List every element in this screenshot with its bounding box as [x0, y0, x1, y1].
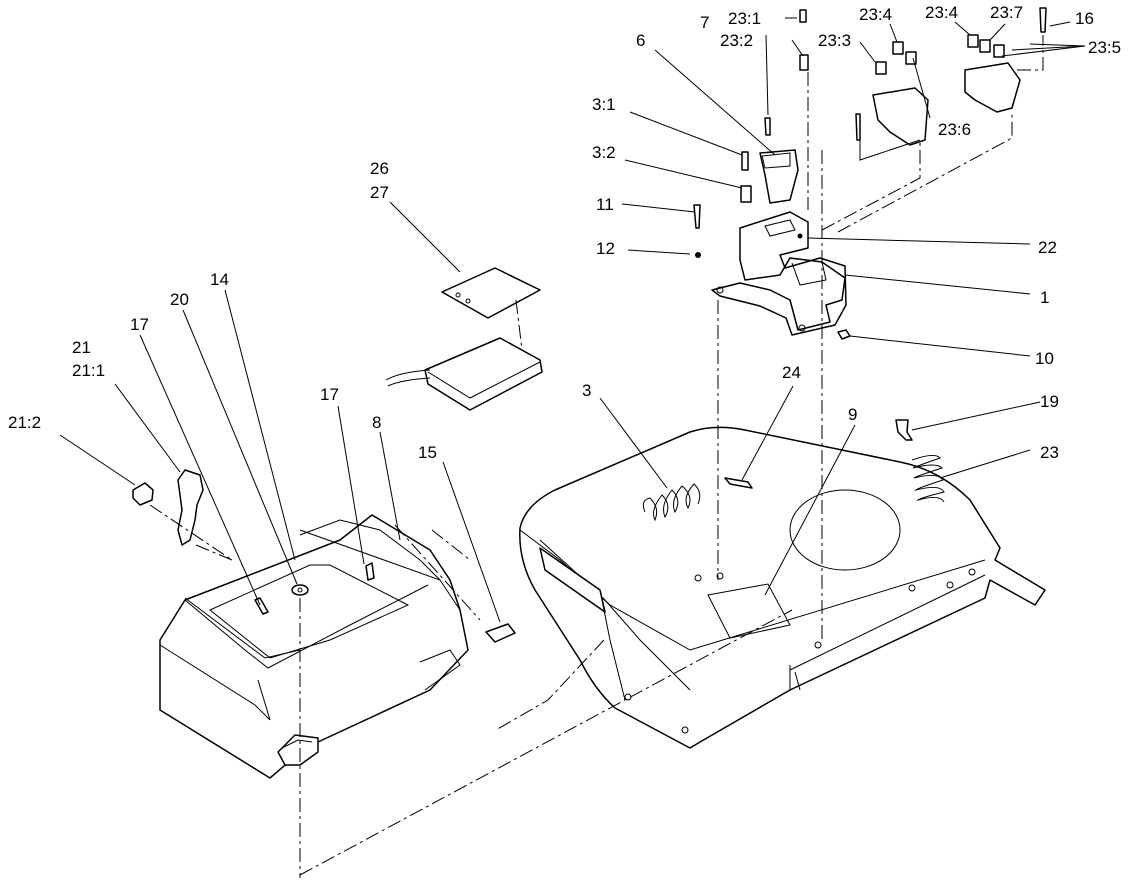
grommet-20 [291, 584, 309, 596]
spring-23 [911, 454, 945, 503]
fuse-block-left [872, 41, 929, 146]
strap-24 [724, 477, 753, 489]
callout-23-1: 23:1 [728, 9, 761, 28]
console-tray [159, 514, 469, 779]
bolt-16 [1039, 7, 1047, 33]
callout-10: 10 [1035, 349, 1054, 368]
cap-15 [485, 623, 516, 643]
callout-23-4-right: 23:4 [925, 3, 958, 22]
callout-8: 8 [372, 413, 381, 432]
alignment-lines [149, 35, 1044, 878]
panel-decal [441, 267, 541, 319]
callout-14: 14 [210, 270, 229, 289]
callout-21-2: 21:2 [8, 413, 41, 432]
leader-lines [59, 17, 1086, 623]
clip-21-2 [132, 482, 154, 506]
latch-21 [177, 469, 204, 546]
hood-body [519, 426, 1046, 749]
callout-11: 11 [596, 195, 614, 214]
switch-6 [759, 149, 799, 204]
callout-23-6: 23:6 [938, 120, 971, 139]
bolt-7 [764, 117, 771, 136]
mount-bracket-assembly [711, 211, 851, 340]
washer-12 [695, 252, 701, 258]
callout-labels: 23:1 23:2 23:3 23:4 23:4 23:7 16 23:5 23… [8, 3, 1121, 462]
screw-fuse-block [855, 113, 861, 141]
callout-9: 9 [848, 405, 857, 424]
callout-20: 20 [170, 290, 189, 309]
screw-11 [693, 204, 701, 229]
pin-3-1 [741, 151, 749, 171]
callout-3-2: 3:2 [592, 143, 616, 162]
callout-23-7: 23:7 [990, 3, 1023, 22]
callout-24: 24 [782, 363, 801, 382]
control-module [385, 337, 543, 411]
callout-23-3: 23:3 [818, 31, 851, 50]
callout-22: 22 [1038, 238, 1057, 257]
fuse-block-right [964, 34, 1021, 113]
callout-23-5: 23:5 [1088, 38, 1121, 57]
pin-23-1 [799, 9, 807, 23]
callout-16: 16 [1075, 9, 1094, 28]
callout-23: 23 [1040, 443, 1059, 462]
callout-27: 27 [370, 183, 389, 202]
callout-23-4-left: 23:4 [859, 5, 892, 24]
callout-17-right: 17 [320, 385, 339, 404]
callout-1: 1 [1040, 288, 1049, 307]
spring-3 [642, 483, 701, 522]
callout-23-2: 23:2 [720, 31, 753, 50]
callout-17-left: 17 [130, 315, 149, 334]
callout-6: 6 [636, 31, 645, 50]
callout-19: 19 [1040, 392, 1059, 411]
callout-3-1: 3:1 [592, 95, 616, 114]
callout-21: 21 [72, 338, 91, 357]
bolt-17-right [365, 562, 375, 581]
callout-15: 15 [418, 443, 437, 462]
knob-3-2 [740, 185, 752, 203]
callout-3: 3 [582, 381, 591, 400]
knob-23-2 [799, 54, 809, 71]
callout-26: 26 [370, 159, 389, 178]
callout-21-1: 21:1 [72, 361, 105, 380]
bracket-19 [895, 419, 913, 441]
callout-12: 12 [596, 239, 615, 258]
callout-7: 7 [700, 13, 709, 32]
